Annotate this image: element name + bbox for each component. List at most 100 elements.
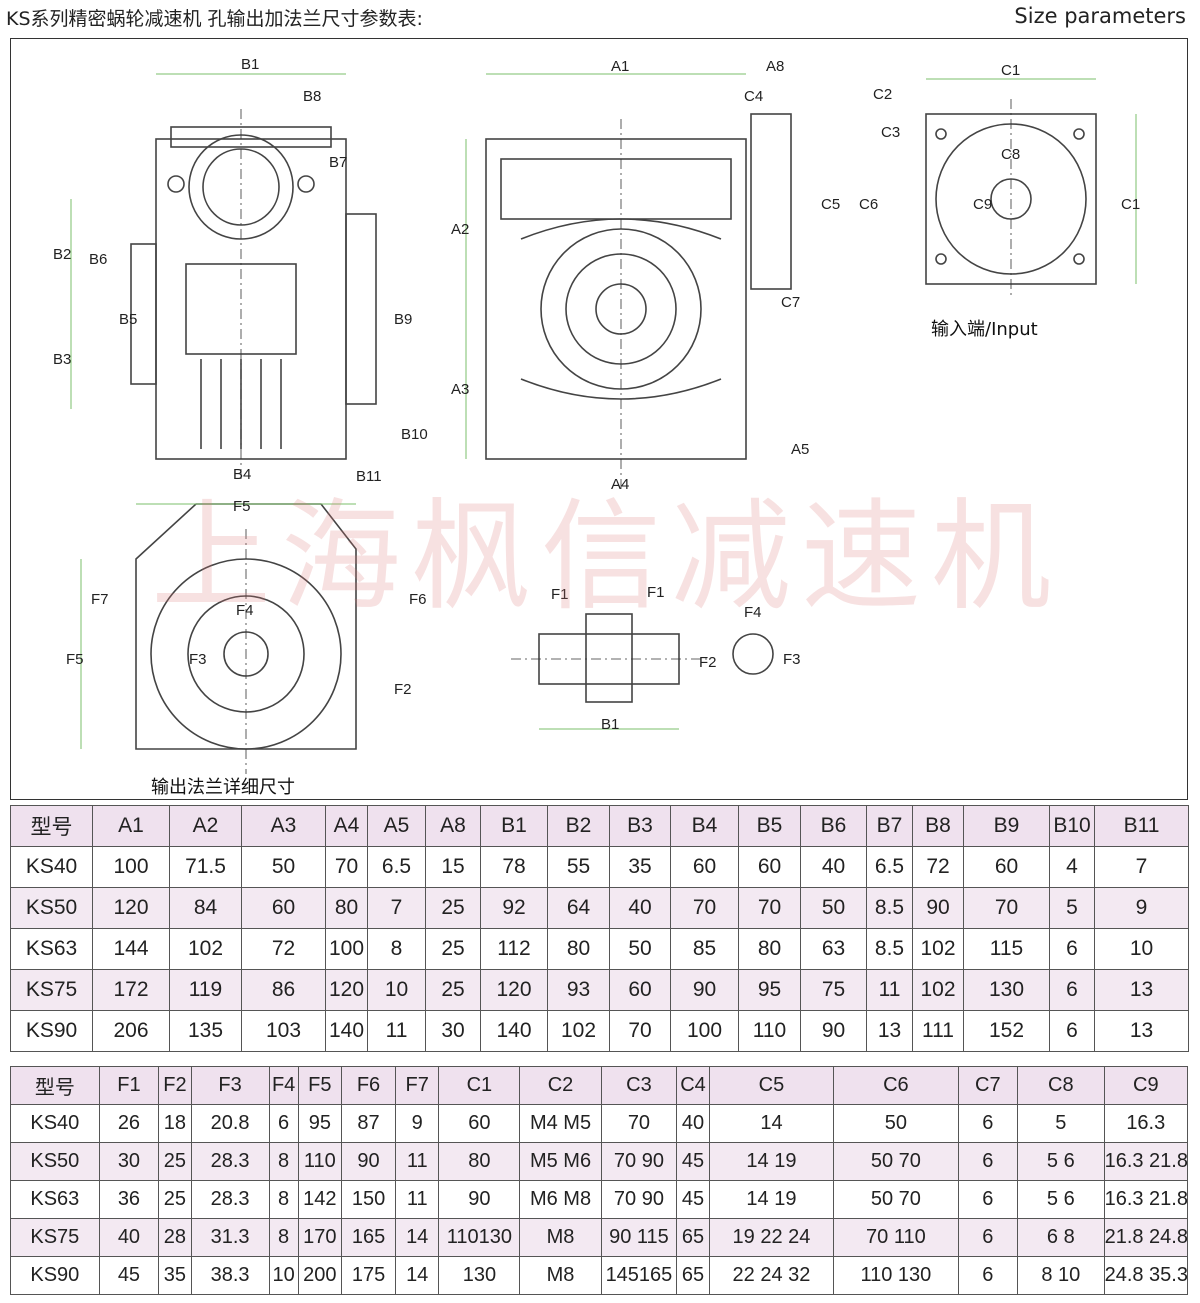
table-cell: 102 <box>169 928 242 970</box>
table-cell: 26 <box>98 1104 160 1143</box>
table-cell: 70 <box>738 887 801 929</box>
label-C1-top: C1 <box>1001 62 1020 79</box>
label-F6: F6 <box>409 591 427 608</box>
table-cell: 110 <box>297 1142 342 1181</box>
table-cell: 120 <box>480 969 548 1011</box>
table-cell: 102 <box>912 969 964 1011</box>
table-cell: 6 <box>1049 928 1095 970</box>
table-cell: 6 <box>268 1104 299 1143</box>
table-cell: 8 <box>268 1180 299 1219</box>
table-cell: 115 <box>963 928 1050 970</box>
table-cell: 120 <box>325 969 368 1011</box>
table-cell: 14 <box>708 1104 835 1143</box>
table-cell: 25 <box>425 928 481 970</box>
table-cell: M5 M6 <box>519 1142 602 1181</box>
table-cell: 80 <box>547 928 610 970</box>
table-cell: 60 <box>670 846 739 888</box>
table-header-cell: C7 <box>957 1066 1019 1105</box>
table-cell: 7 <box>367 887 426 929</box>
label-F1-left: F1 <box>551 586 569 603</box>
table-cell: 144 <box>92 928 170 970</box>
label-C2: C2 <box>873 86 892 103</box>
table-cell: 8 <box>268 1218 299 1257</box>
table-cell: 165 <box>340 1218 397 1257</box>
label-B1-shaft: B1 <box>601 716 619 733</box>
table-cell: 55 <box>547 846 610 888</box>
table-header-cell: F4 <box>268 1066 299 1105</box>
table-cell: 6 <box>957 1104 1019 1143</box>
table-cell: 16.3 21.8 <box>1103 1180 1189 1219</box>
table-header-cell: C1 <box>438 1066 521 1105</box>
label-B9: B9 <box>394 311 412 328</box>
table-cell: 6 <box>957 1256 1019 1295</box>
table-cell: 75 <box>800 969 867 1011</box>
table-cell: 24.8 35.3 <box>1103 1256 1189 1295</box>
label-F4: F4 <box>236 602 254 619</box>
table-cell: KS75 <box>10 1218 100 1257</box>
table-cell: 102 <box>547 1010 610 1052</box>
table-cell: KS63 <box>10 928 93 970</box>
table-cell: 45 <box>98 1256 160 1295</box>
table-cell: 40 <box>676 1104 710 1143</box>
table-header-cell: A5 <box>367 805 426 847</box>
table-cell: 135 <box>169 1010 242 1052</box>
table-cell: 45 <box>676 1180 710 1219</box>
table-cell: 90 <box>340 1142 397 1181</box>
table-cell: 40 <box>800 846 867 888</box>
table-cell: 30 <box>98 1142 160 1181</box>
table-cell: 35 <box>158 1256 192 1295</box>
label-B1: B1 <box>241 56 259 73</box>
table-cell: 72 <box>241 928 326 970</box>
table-cell: 6 8 <box>1017 1218 1105 1257</box>
table-cell: 38.3 <box>190 1256 270 1295</box>
table-cell: 11 <box>866 969 913 1011</box>
label-F3: F3 <box>189 651 207 668</box>
table-cell: 35 <box>609 846 671 888</box>
label-B10: B10 <box>401 426 428 443</box>
table-cell: 80 <box>325 887 368 929</box>
shaft-key-circle <box>732 633 774 675</box>
table-cell: 50 <box>800 887 867 929</box>
table-cell: 92 <box>480 887 548 929</box>
label-B2: B2 <box>53 246 71 263</box>
table-cell: 5 <box>1017 1104 1105 1143</box>
table-cell: 9 <box>1094 887 1189 929</box>
table-header-cell: B8 <box>912 805 964 847</box>
table-cell: 30 <box>425 1010 481 1052</box>
table-cell: 78 <box>480 846 548 888</box>
table-cell: 11 <box>395 1180 440 1219</box>
table-cell: 14 19 <box>708 1180 835 1219</box>
table-header-cell: B1 <box>480 805 548 847</box>
table-cell: 45 <box>676 1142 710 1181</box>
side-view-body <box>155 138 347 460</box>
table-cell: 60 <box>241 887 326 929</box>
table-cell: 7 <box>1094 846 1189 888</box>
table-cell: 60 <box>438 1104 521 1143</box>
table-cell: 100 <box>92 846 170 888</box>
table-cell: 70 <box>600 1104 678 1143</box>
table-header-cell: F7 <box>395 1066 440 1105</box>
table-cell: 72 <box>912 846 964 888</box>
caption-input: 输入端/Input <box>931 319 1038 340</box>
table-header-cell: B10 <box>1049 805 1095 847</box>
table-header-cell: B5 <box>738 805 801 847</box>
table-cell: 16.3 21.8 <box>1103 1142 1189 1181</box>
table-cell: 10 <box>1094 928 1189 970</box>
table-cell: M6 M8 <box>519 1180 602 1219</box>
table-header-cell: A4 <box>325 805 368 847</box>
table-cell: KS40 <box>10 846 93 888</box>
label-C5: C5 <box>821 196 840 213</box>
table-cell: M4 M5 <box>519 1104 602 1143</box>
table-header-cell: B9 <box>963 805 1050 847</box>
label-C8: C8 <box>1001 146 1020 163</box>
table-cell: 11 <box>367 1010 426 1052</box>
table-header-cell: F1 <box>98 1066 160 1105</box>
table-header-cell: C2 <box>519 1066 602 1105</box>
table-cell: 86 <box>241 969 326 1011</box>
table-cell: 28 <box>158 1218 192 1257</box>
table-cell: 100 <box>670 1010 739 1052</box>
table-cell: 10 <box>268 1256 299 1295</box>
